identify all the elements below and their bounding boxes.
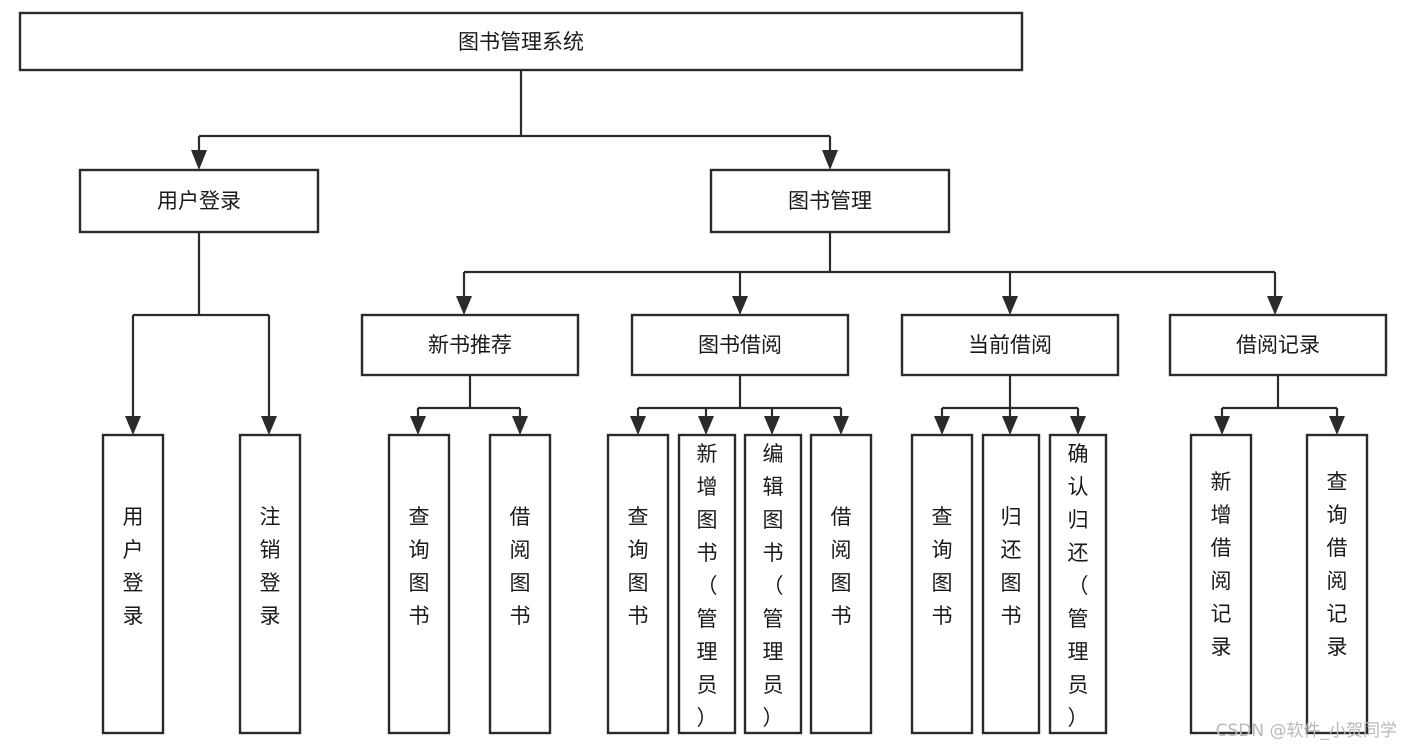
node-leaf-query-book-3[interactable]: 查询图书	[910, 433, 974, 735]
node-root-box[interactable]	[18, 11, 1024, 72]
node-leaf-confirm-return[interactable]: 确认归还（管理员）	[1048, 433, 1108, 735]
node-root-label: 图书管理系统	[458, 30, 584, 54]
arrow-bb-leaf-3	[764, 416, 780, 435]
arrow-nbr-leaf-2	[512, 416, 528, 435]
node-leaf-user-login-box[interactable]	[101, 433, 165, 735]
node-leaf-query-book-2-box[interactable]	[606, 433, 670, 735]
arrow-bb-leaf-4	[833, 416, 849, 435]
node-leaf-query-book-2[interactable]: 查询图书	[606, 433, 670, 735]
node-book-borrow-box[interactable]	[630, 313, 850, 377]
node-current-borrow[interactable]: 当前借阅	[900, 313, 1120, 377]
arrow-bm-to-borrow-record	[1267, 296, 1283, 315]
arrow-bb-leaf-1	[630, 416, 646, 435]
arrow-bm-to-current-borrow	[1002, 296, 1018, 315]
node-leaf-borrow-book-2-label: 借阅图书	[831, 505, 852, 628]
node-leaf-borrow-book-2-box[interactable]	[809, 433, 873, 735]
node-borrow-record[interactable]: 借阅记录	[1168, 313, 1388, 377]
node-leaf-query-book-1[interactable]: 查询图书	[387, 433, 451, 735]
arrow-user-login-leaf-2	[261, 416, 277, 435]
node-leaf-query-record-label: 查询借阅记录	[1327, 470, 1348, 659]
arrow-bb-leaf-2	[698, 416, 714, 435]
arrow-bm-to-book-borrow	[732, 296, 748, 315]
connector-group-book-borrow	[630, 375, 849, 435]
node-user-login-box[interactable]	[78, 168, 320, 234]
node-leaf-add-book[interactable]: 新增图书（管理员）	[677, 433, 737, 735]
arrow-cb-leaf-2	[1002, 416, 1018, 435]
arrow-root-to-book-management	[822, 150, 838, 170]
node-leaf-add-book-label: 新增图书（管理员）	[697, 442, 718, 730]
node-leaf-query-book-3-box[interactable]	[910, 433, 974, 735]
node-book-borrow-label: 图书借阅	[698, 333, 782, 357]
node-leaf-borrow-book-1[interactable]: 借阅图书	[488, 433, 552, 735]
node-current-borrow-box[interactable]	[900, 313, 1120, 377]
arrow-user-login-leaf-1	[125, 416, 141, 435]
node-leaf-query-record[interactable]: 查询借阅记录	[1305, 433, 1369, 735]
node-leaf-user-login-label: 用户登录	[123, 505, 144, 628]
node-new-book-recommend-box[interactable]	[360, 313, 580, 377]
node-borrow-record-box[interactable]	[1168, 313, 1388, 377]
node-leaf-borrow-book-1-box[interactable]	[488, 433, 552, 735]
node-leaf-return-book-label: 归还图书	[1001, 505, 1022, 628]
node-leaf-borrow-book-1-label: 借阅图书	[510, 505, 531, 628]
node-leaf-add-book-box[interactable]	[677, 433, 737, 735]
node-leaf-add-record-box[interactable]	[1189, 433, 1253, 735]
node-leaf-return-book-box[interactable]	[981, 433, 1041, 735]
node-leaf-logout-login-box[interactable]	[238, 433, 302, 735]
node-leaf-query-book-1-label: 查询图书	[409, 505, 430, 628]
node-leaf-logout-login[interactable]: 注销登录	[238, 433, 302, 735]
node-user-login[interactable]: 用户登录	[78, 168, 320, 234]
arrow-bm-to-new-book-recommend	[456, 296, 472, 315]
connector-group-user-login	[125, 232, 277, 435]
node-leaf-add-record[interactable]: 新增借阅记录	[1189, 433, 1253, 735]
node-leaf-return-book[interactable]: 归还图书	[981, 433, 1041, 735]
node-leaf-edit-book-label: 编辑图书（管理员）	[763, 442, 784, 730]
node-leaf-query-record-box[interactable]	[1305, 433, 1369, 735]
node-leaf-query-book-1-box[interactable]	[387, 433, 451, 735]
node-new-book-recommend-label: 新书推荐	[428, 333, 512, 357]
node-new-book-recommend[interactable]: 新书推荐	[360, 313, 580, 377]
node-leaf-edit-book[interactable]: 编辑图书（管理员）	[743, 433, 803, 735]
connector-group-book-management	[456, 232, 1283, 315]
node-current-borrow-label: 当前借阅	[968, 333, 1052, 357]
connector-group-new-book-recommend	[410, 375, 528, 435]
node-leaf-confirm-return-label: 确认归还（管理员）	[1068, 442, 1089, 730]
node-book-management-label: 图书管理	[788, 189, 872, 213]
arrow-cb-leaf-3	[1070, 416, 1086, 435]
node-leaf-logout-login-label: 注销登录	[260, 505, 281, 628]
node-borrow-record-label: 借阅记录	[1236, 333, 1320, 357]
node-book-management[interactable]: 图书管理	[709, 168, 951, 234]
arrow-root-to-user-login	[191, 150, 207, 170]
connector-group-borrow-record	[1214, 375, 1345, 435]
arrow-cb-leaf-1	[934, 416, 950, 435]
connector-group-current-borrow	[934, 375, 1086, 435]
node-leaf-confirm-return-box[interactable]	[1048, 433, 1108, 735]
arrow-br-leaf-2	[1329, 416, 1345, 435]
node-leaf-edit-book-box[interactable]	[743, 433, 803, 735]
node-leaf-user-login[interactable]: 用户登录	[101, 433, 165, 735]
node-book-management-box[interactable]	[709, 168, 951, 234]
node-leaf-add-record-label: 新增借阅记录	[1211, 470, 1232, 659]
node-leaf-borrow-book-2[interactable]: 借阅图书	[809, 433, 873, 735]
connector-group-root	[191, 70, 838, 170]
arrow-br-leaf-1	[1214, 416, 1230, 435]
node-user-login-label: 用户登录	[157, 189, 241, 213]
node-leaf-query-book-3-label: 查询图书	[932, 505, 953, 628]
node-root[interactable]: 图书管理系统	[18, 11, 1024, 72]
node-leaf-query-book-2-label: 查询图书	[628, 505, 649, 628]
arrow-nbr-leaf-1	[410, 416, 426, 435]
node-book-borrow[interactable]: 图书借阅	[630, 313, 850, 377]
